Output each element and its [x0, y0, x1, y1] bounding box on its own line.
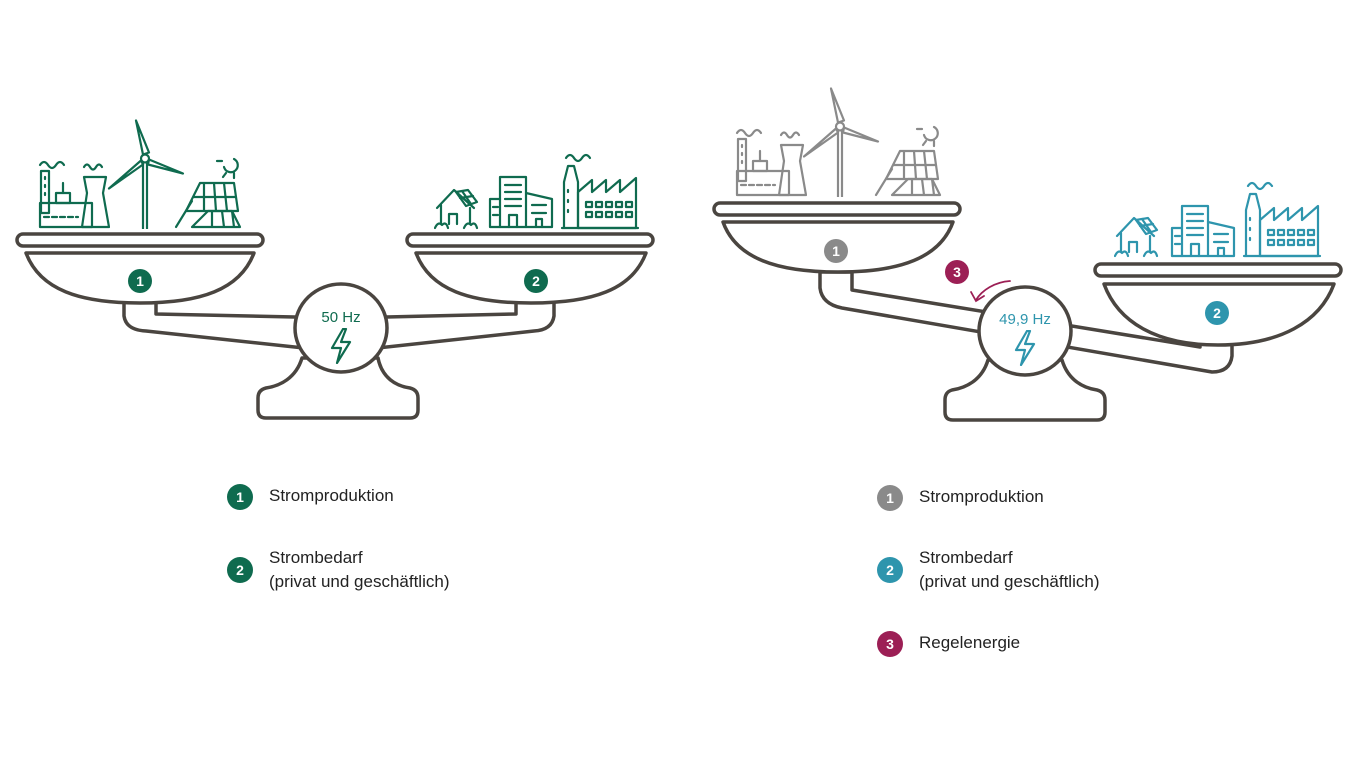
scale-base: [943, 358, 1107, 422]
svg-text:1: 1: [832, 243, 840, 259]
frequency-label: 49,9 Hz: [999, 311, 1051, 328]
factory-icon: [560, 153, 640, 230]
badge-production: 1: [824, 239, 848, 263]
power-plant-icon: [38, 160, 110, 229]
badge-production: 1: [128, 269, 152, 293]
factory-icon: [1242, 181, 1322, 258]
office-building-icon: [488, 175, 554, 229]
curved-arrow-icon: [970, 280, 1011, 303]
wind-turbine-icon: [802, 87, 880, 197]
legend-badge: 3: [877, 631, 903, 657]
legend-label: Stromproduktion: [269, 486, 394, 505]
svg-text:2: 2: [1213, 305, 1221, 321]
frequency-dial: [977, 285, 1073, 377]
house-icon: [434, 188, 479, 230]
legend-right-production: 1 Stromproduktion: [877, 485, 1044, 511]
unbalanced-scale: 49,9 Hz 1 2 3: [712, 87, 1343, 422]
frequency-dial: [293, 282, 389, 374]
legend-label: Strombedarf: [919, 548, 1013, 567]
demand-plate: [1093, 262, 1343, 278]
legend-left-production: 1 Stromproduktion: [227, 484, 394, 510]
solar-panel-icon: [174, 157, 242, 229]
svg-text:1: 1: [136, 273, 144, 289]
legend-sublabel: (privat und geschäftlich): [919, 572, 1100, 591]
svg-text:2: 2: [532, 273, 540, 289]
wind-turbine-icon: [107, 119, 185, 229]
office-building-icon: [1170, 204, 1236, 258]
badge-demand: 2: [524, 269, 548, 293]
legend-badge: 1: [877, 485, 903, 511]
power-plant-icon: [735, 128, 807, 197]
production-plate: [712, 201, 962, 217]
demand-plate: [405, 232, 655, 248]
legend-badge: 2: [227, 557, 253, 583]
legend-sublabel: (privat und geschäftlich): [269, 572, 450, 591]
house-icon: [1114, 216, 1159, 258]
legend-badge: 2: [877, 557, 903, 583]
legend-label: Strombedarf: [269, 548, 363, 567]
frequency-label: 50 Hz: [321, 309, 360, 326]
badge-demand: 2: [1205, 301, 1229, 325]
production-plate: [15, 232, 265, 248]
legend-right-control-energy: 3 Regelenergie: [877, 631, 1020, 657]
solar-panel-icon: [874, 125, 942, 197]
legend-badge: 1: [227, 484, 253, 510]
svg-text:3: 3: [953, 264, 961, 280]
balanced-scale: 50 Hz 1 2: [15, 119, 655, 420]
scale-base: [256, 356, 420, 420]
badge-control-energy: 3: [945, 260, 969, 284]
legend-label: Stromproduktion: [919, 487, 1044, 506]
legend-right-demand: 2 Strombedarf (privat und geschäftlich): [877, 546, 1099, 594]
legend-label: Regelenergie: [919, 633, 1021, 652]
legend-left-demand: 2 Strombedarf (privat und geschäftlich): [227, 546, 449, 594]
